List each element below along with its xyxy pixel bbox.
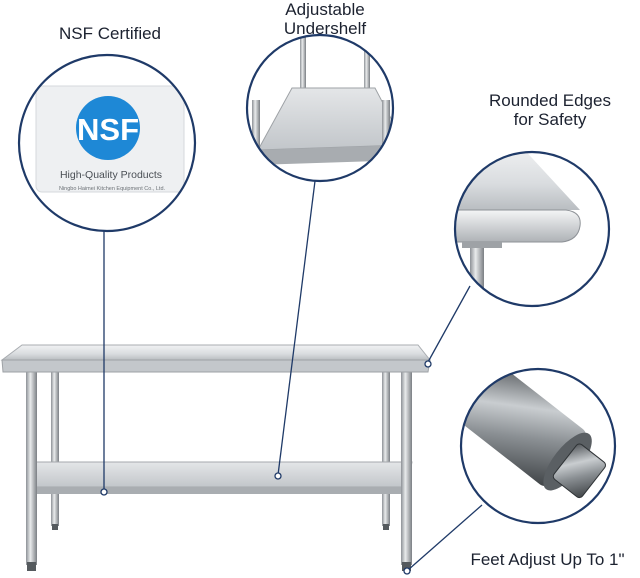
table-foot-left [27, 562, 36, 571]
table-leg-front-left [26, 370, 37, 565]
callout-undershelf-circle [245, 33, 395, 183]
label-undershelf-line1: Adjustable [285, 0, 365, 19]
nsf-logo-icon [76, 96, 140, 160]
label-undershelf-line2: Undershelf [283, 19, 367, 38]
label-edges-line2: for Safety [513, 110, 587, 129]
nsf-tagline: High-Quality Products [60, 169, 162, 181]
callout-edges-circle [453, 150, 611, 308]
work-table [0, 344, 432, 571]
anchor-nsf [100, 488, 108, 496]
nsf-maker: Ningbo Haimei Kitchen Equipment Co., Ltd… [59, 186, 166, 192]
undershelf [29, 461, 413, 488]
table-foot-right [402, 562, 411, 571]
label-nsf-certified: NSF Certified [58, 24, 162, 43]
anchor-edges [424, 360, 432, 368]
anchor-feet [403, 567, 411, 575]
anchor-undershelf [274, 472, 282, 480]
table-top [0, 344, 432, 361]
table-leg-back-left [51, 370, 59, 526]
label-adjustable-undershelf: Adjustable Undershelf [250, 0, 400, 38]
table-leg-back-right [382, 368, 390, 526]
label-rounded-edges: Rounded Edges for Safety [470, 91, 630, 129]
label-edges-line1: Rounded Edges [489, 91, 611, 110]
leader-lines [103, 180, 483, 571]
table-leg-front-right [401, 368, 412, 565]
callout-feet-circle [459, 367, 617, 525]
callout-nsf-circle: NSF High-Quality Products Ningbo Haimei … [17, 53, 197, 233]
nsf-logo-text: NSF [77, 112, 139, 147]
label-feet-adjust: Feet Adjust Up To 1" [470, 550, 625, 569]
